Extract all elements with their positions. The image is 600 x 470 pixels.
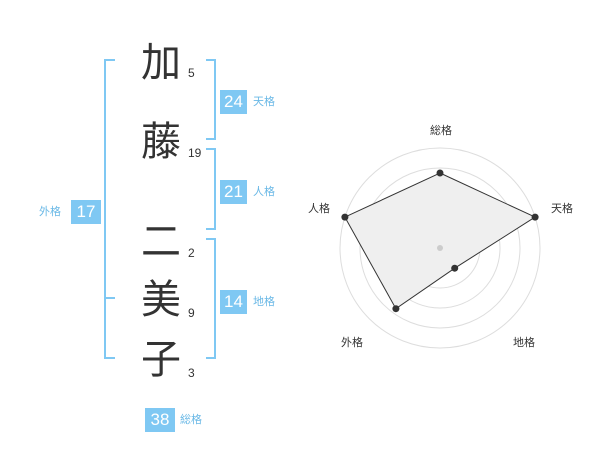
name-char-5: 子 — [141, 337, 181, 383]
radar-ring-5 — [339, 147, 541, 349]
radar-label-chikaku: 地格 — [513, 335, 535, 349]
radar-point-4 — [392, 305, 400, 313]
radar-center-dot — [437, 245, 443, 251]
chikaku-label: 地格 — [253, 295, 275, 308]
stroke-count-5: 3 — [188, 366, 195, 380]
gaikaku-label: 外格 — [39, 205, 61, 218]
jinkaku-badge: 21 — [220, 180, 247, 204]
radar-point-3 — [451, 264, 459, 272]
stroke-count-2: 19 — [188, 146, 202, 160]
gaikaku-badge: 17 — [71, 200, 101, 224]
radar-point-2 — [531, 213, 539, 221]
name-char-4: 美 — [141, 277, 181, 323]
tenkaku-badge: 24 — [220, 90, 247, 114]
tenkaku-label: 天格 — [253, 95, 275, 108]
radar-label-gaikaku: 外格 — [341, 335, 363, 349]
jinkaku-label: 人格 — [253, 185, 275, 198]
radar-polygon — [344, 172, 537, 310]
stroke-count-4: 9 — [188, 306, 195, 320]
radar-label-tenkaku: 天格 — [551, 201, 573, 215]
radar-label-soukaku: 総格 — [430, 123, 452, 137]
name-char-3: 二 — [141, 219, 181, 265]
name-char-1: 加 — [141, 40, 181, 86]
stroke-count-3: 2 — [188, 246, 195, 260]
soukaku-badge: 38 — [145, 408, 175, 432]
chikaku-badge: 14 — [220, 290, 247, 314]
stroke-count-1: 5 — [188, 66, 195, 80]
radar-label-jinkaku: 人格 — [308, 201, 330, 215]
name-char-2: 藤 — [141, 119, 181, 165]
radar-ring-4 — [359, 167, 521, 329]
radar-point-1 — [436, 169, 444, 177]
soukaku-label: 総格 — [180, 413, 202, 426]
radar-point-5 — [341, 213, 349, 221]
